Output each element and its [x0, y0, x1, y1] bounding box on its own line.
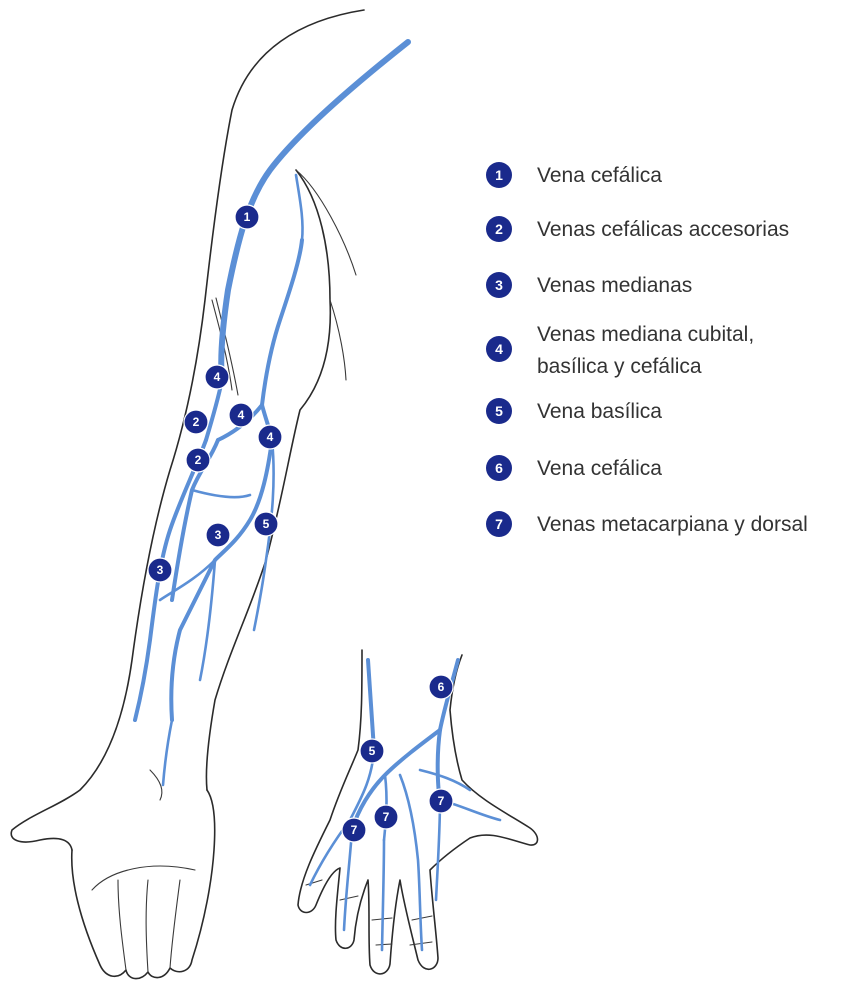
legend-item: 3 Venas medianas [486, 272, 692, 298]
legend-number-badge: 3 [486, 272, 512, 298]
legend-label: Venas medianas [537, 274, 692, 297]
legend-item: 1 Vena cefálica [486, 162, 662, 188]
legend-number-badge: 5 [486, 398, 512, 424]
legend-label: Venas metacarpiana y dorsal [537, 513, 808, 536]
arm-marker: 2 [186, 448, 210, 472]
arm-marker: 3 [206, 523, 230, 547]
hand-marker: 5 [360, 739, 384, 763]
hand-marker: 7 [429, 789, 453, 813]
svg-text:6: 6 [438, 680, 445, 694]
arm-marker: 5 [254, 512, 278, 536]
svg-text:4: 4 [238, 408, 245, 422]
svg-text:3: 3 [157, 563, 164, 577]
svg-text:1: 1 [244, 210, 251, 224]
legend-item: 4 Venas mediana cubital, basílica y cefá… [486, 323, 754, 378]
legend-label: Vena cefálica [537, 164, 662, 187]
hand-marker: 7 [374, 805, 398, 829]
hand-marker: 7 [342, 818, 366, 842]
svg-text:3: 3 [215, 528, 222, 542]
legend-label: Venas cefálicas accesorias [537, 218, 789, 241]
arm-marker: 3 [148, 558, 172, 582]
svg-text:7: 7 [438, 794, 445, 808]
arm-marker: 2 [184, 410, 208, 434]
svg-text:5: 5 [495, 403, 503, 419]
legend-number-badge: 4 [486, 336, 512, 362]
svg-text:7: 7 [383, 810, 390, 824]
svg-text:1: 1 [495, 167, 503, 183]
hand-marker: 6 [429, 675, 453, 699]
legend-item: 6 Vena cefálica [486, 455, 662, 481]
svg-text:4: 4 [495, 341, 503, 357]
arm-marker: 1 [235, 205, 259, 229]
svg-text:7: 7 [495, 516, 503, 532]
svg-text:3: 3 [495, 277, 503, 293]
arm-marker: 4 [258, 425, 282, 449]
svg-text:4: 4 [267, 430, 274, 444]
legend-label: Vena cefálica [537, 457, 662, 480]
legend-number-badge: 1 [486, 162, 512, 188]
arm-marker: 4 [229, 403, 253, 427]
arm-outline [11, 10, 364, 979]
svg-text:2: 2 [195, 453, 202, 467]
svg-text:6: 6 [495, 460, 503, 476]
legend-item: 7 Venas metacarpiana y dorsal [486, 511, 808, 537]
legend-label: Vena basílica [537, 400, 662, 423]
legend-number-badge: 7 [486, 511, 512, 537]
svg-text:7: 7 [351, 823, 358, 837]
legend-number-badge: 2 [486, 216, 512, 242]
legend-item: 2 Venas cefálicas accesorias [486, 216, 789, 242]
hand-outline [298, 650, 538, 974]
legend-label-line-1: Venas mediana cubital, [537, 323, 754, 346]
svg-text:2: 2 [193, 415, 200, 429]
arm-marker: 4 [205, 365, 229, 389]
svg-text:4: 4 [214, 370, 221, 384]
legend-label-line-2: basílica y cefálica [537, 355, 702, 378]
svg-text:2: 2 [495, 221, 503, 237]
svg-text:5: 5 [263, 517, 270, 531]
legend: 1 Vena cefálica 2 Venas cefálicas acceso… [486, 162, 808, 537]
svg-text:5: 5 [369, 744, 376, 758]
legend-item: 5 Vena basílica [486, 398, 662, 424]
legend-number-badge: 6 [486, 455, 512, 481]
